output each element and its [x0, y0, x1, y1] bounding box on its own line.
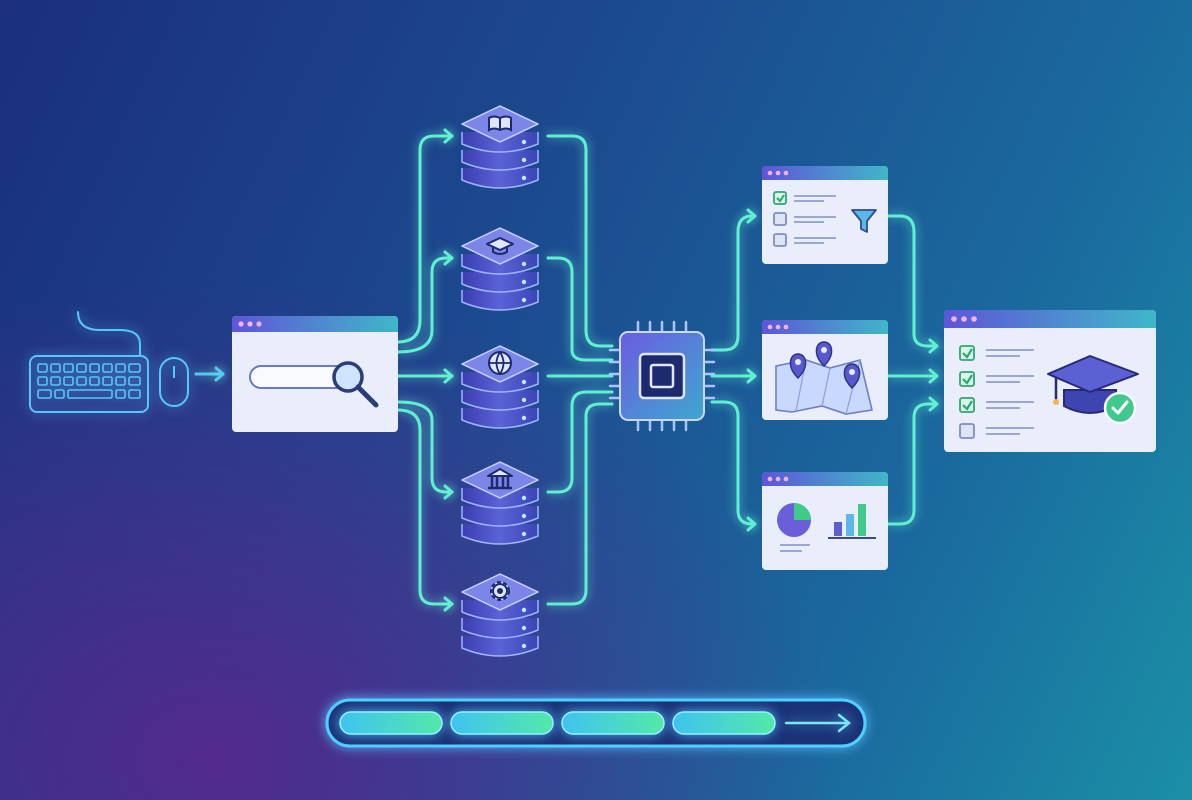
magnifier-icon	[332, 361, 379, 408]
bar-chart-icon	[828, 504, 876, 539]
connector-lines	[194, 134, 938, 606]
checked-item	[959, 397, 1034, 413]
database-book[interactable]	[461, 105, 539, 189]
database-gear[interactable]	[461, 573, 539, 657]
result-window-charts[interactable]	[762, 472, 888, 570]
filter-icon	[851, 209, 877, 233]
unchecked-item	[959, 423, 1034, 439]
bank-icon	[487, 468, 513, 490]
map-pin-icon	[789, 341, 861, 390]
final-checklist	[959, 345, 1034, 439]
arrowheads	[214, 128, 939, 612]
result-window-filter[interactable]	[762, 166, 888, 264]
search-window[interactable]	[232, 316, 398, 432]
cpu-chip-icon	[608, 320, 716, 432]
globe-icon	[488, 351, 512, 375]
database-stack	[461, 105, 539, 657]
progress-segment	[672, 711, 776, 735]
checked-item	[959, 345, 1034, 361]
progress-bar	[325, 698, 867, 748]
result-window-map[interactable]	[762, 320, 888, 420]
keyboard-icon	[29, 311, 149, 413]
database-bank[interactable]	[461, 461, 539, 545]
final-result-window[interactable]	[944, 310, 1156, 452]
checked-item	[959, 371, 1034, 387]
progress-segment	[450, 711, 554, 735]
arrow-right-icon	[784, 713, 852, 733]
gear-icon	[490, 581, 510, 601]
checklist	[773, 191, 836, 247]
mouse-icon	[159, 357, 189, 407]
database-graduation-cap[interactable]	[461, 227, 539, 311]
graduation-cap-icon	[486, 237, 514, 255]
graduation-cap-check-icon	[1047, 355, 1139, 425]
pie-chart-icon	[777, 503, 811, 537]
database-globe[interactable]	[461, 345, 539, 429]
book-icon	[488, 115, 512, 132]
progress-segment	[561, 711, 665, 735]
progress-segment	[339, 711, 443, 735]
